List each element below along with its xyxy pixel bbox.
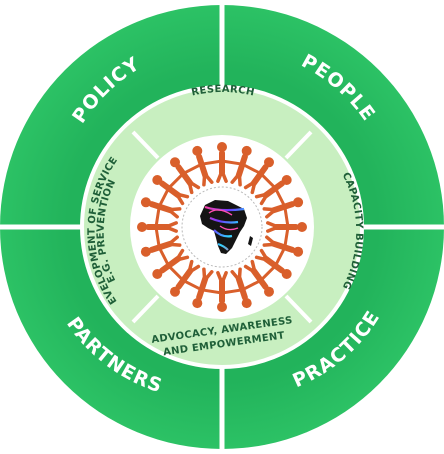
person-figure (192, 145, 224, 187)
africa-map-icon (200, 200, 253, 254)
person-figure (170, 157, 204, 195)
middle-label-research: RESEARCH (190, 84, 255, 99)
middle-ring-border (80, 85, 364, 369)
person-figure (240, 259, 274, 297)
person-figure (137, 205, 178, 233)
person-figure (230, 145, 263, 187)
person-figure (152, 172, 190, 206)
person-figure (266, 221, 307, 249)
person-figure (140, 186, 182, 219)
people-ring-icon (137, 142, 307, 312)
person-figure (243, 157, 277, 195)
middle-divider-4 (131, 294, 160, 324)
person-figure (167, 259, 201, 297)
person-figure (200, 271, 228, 312)
person-figure (220, 267, 252, 309)
person-figure (152, 245, 190, 279)
center-inner-circle (181, 186, 263, 268)
middle-divider-2 (284, 130, 313, 160)
person-figure (181, 267, 214, 309)
middle-divider-3 (284, 294, 313, 324)
middle-divider-1 (131, 130, 160, 160)
person-figure (254, 248, 292, 282)
person-figure (140, 225, 182, 257)
person-figure (262, 235, 304, 268)
person-figure (216, 142, 244, 183)
center-emblem (130, 135, 314, 319)
person-figure (254, 175, 292, 209)
person-figure (262, 197, 304, 229)
